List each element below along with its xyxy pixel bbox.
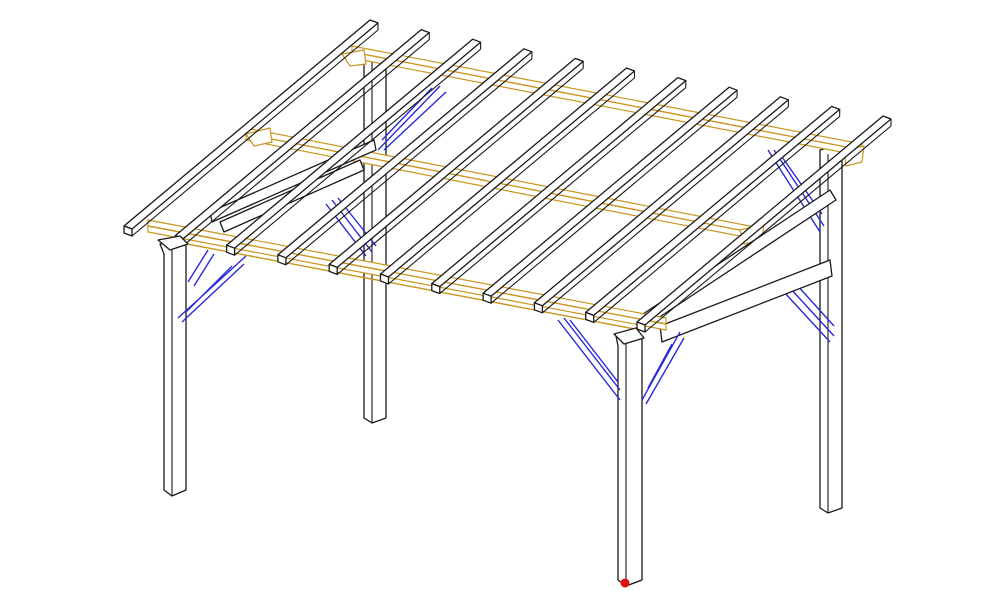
rafter-6	[379, 67, 636, 285]
rafter-11	[636, 115, 892, 333]
rafter-4	[277, 48, 533, 266]
rafter-10	[585, 105, 841, 324]
rafter-8	[482, 86, 738, 304]
rafter-9	[533, 96, 790, 314]
rafter-3	[225, 38, 482, 256]
reference-point-marker	[620, 578, 630, 588]
rafter-7	[431, 76, 687, 295]
rafter-5	[328, 57, 584, 276]
front-left-post	[157, 235, 189, 497]
rafter-1	[123, 19, 379, 237]
rafters-group	[123, 19, 892, 333]
front-braces	[177, 249, 685, 405]
front-right-post	[613, 327, 645, 587]
